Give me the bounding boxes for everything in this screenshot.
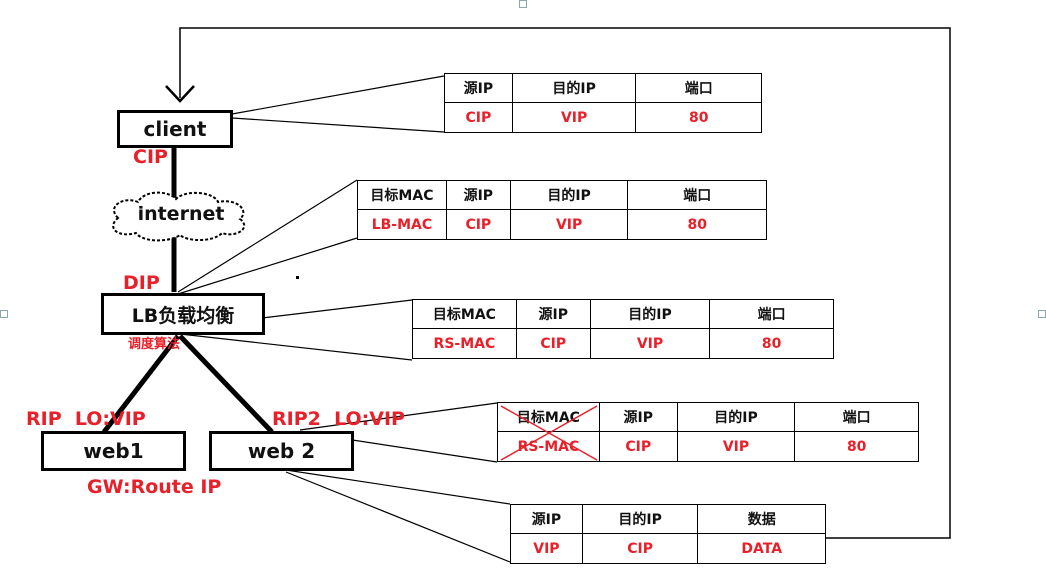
header-cell: 源IP — [444, 73, 513, 103]
packet-table-reply: 源IP 目的IP 数据 VIP CIP DATA — [510, 504, 826, 564]
packet-table-internet-to-lb: 目标MAC 源IP 目的IP 端口 LB-MAC CIP VIP 80 — [357, 180, 767, 240]
callout-line — [179, 333, 413, 361]
header-cell: 源IP — [445, 180, 511, 210]
packet-table-lb-to-rs: 目标MAC 源IP 目的IP 端口 RS-MAC CIP VIP 80 — [412, 299, 834, 359]
value-cell: VIP — [589, 328, 711, 359]
value-cell: 80 — [627, 209, 767, 240]
header-cell: 目标MAC — [497, 402, 600, 432]
header-cell: 目的IP — [676, 402, 796, 432]
lb-dip-label: DIP — [123, 272, 160, 294]
callout-line — [261, 299, 413, 319]
web2-node: web 2 — [209, 431, 354, 471]
resize-handle-left[interactable] — [0, 310, 8, 318]
internet-cloud-icon — [112, 191, 246, 242]
internet-label: internet — [137, 203, 225, 225]
header-cell: 目标MAC — [357, 180, 447, 210]
callout-line — [177, 179, 358, 293]
value-cell: CIP — [515, 328, 591, 359]
value-cell: DATA — [697, 533, 826, 564]
value-cell: RS-MAC — [412, 328, 517, 359]
return-arrow-head — [165, 85, 195, 103]
client-node: client — [117, 110, 233, 148]
callout-line — [231, 117, 445, 133]
web1-rip-label: RIP LO:VIP — [26, 408, 146, 430]
web1-node: web1 — [41, 431, 186, 471]
packet-table-client-request: 源IP 目的IP 端口 CIP VIP 80 — [444, 73, 762, 133]
value-cell: 80 — [794, 431, 919, 462]
header-cell: 目标MAC — [412, 299, 517, 329]
value-cell: VIP — [511, 102, 637, 133]
web2-rip-label: RIP2 LO:VIP — [272, 408, 405, 430]
header-cell: 源IP — [515, 299, 591, 329]
value-cell: VIP — [510, 533, 583, 564]
header-cell: 源IP — [510, 504, 583, 534]
lb-node: LB负载均衡 — [101, 293, 265, 335]
lb-algorithm-label: 调度算法 — [128, 337, 181, 352]
lb-web1-link — [102, 334, 180, 434]
value-cell: 80 — [709, 328, 834, 359]
value-cell: VIP — [676, 431, 796, 462]
header-cell: 端口 — [794, 402, 919, 432]
header-cell: 数据 — [697, 504, 826, 534]
client-ip-label: CIP — [133, 146, 168, 168]
value-cell: VIP — [509, 209, 629, 240]
header-cell: 目的IP — [589, 299, 711, 329]
value-cell: CIP — [598, 431, 678, 462]
header-cell: 源IP — [598, 402, 678, 432]
packet-table-rs-received: 目标MAC 源IP 目的IP 端口 RS-MAC CIP VIP 80 — [497, 402, 919, 462]
value-cell: 80 — [635, 102, 762, 133]
callout-line — [285, 471, 511, 563]
callout-line — [299, 402, 498, 431]
callout-line — [231, 75, 445, 115]
return-path-line — [179, 27, 951, 539]
value-cell: RS-MAC — [497, 431, 600, 462]
value-cell: CIP — [445, 209, 511, 240]
value-cell: LB-MAC — [357, 209, 447, 240]
value-cell: CIP — [444, 102, 513, 133]
resize-handle-right[interactable] — [1038, 310, 1046, 318]
header-cell: 端口 — [627, 180, 767, 210]
stray-mark — [296, 276, 299, 279]
callout-line — [177, 237, 358, 295]
header-cell: 端口 — [709, 299, 834, 329]
value-cell: CIP — [581, 533, 699, 564]
callout-line — [285, 469, 511, 505]
gateway-label: GW:Route IP — [87, 476, 222, 498]
header-cell: 目的IP — [511, 73, 637, 103]
header-cell: 端口 — [635, 73, 762, 103]
resize-handle-top[interactable] — [519, 0, 527, 8]
header-cell: 目的IP — [581, 504, 699, 534]
header-cell: 目的IP — [509, 180, 629, 210]
lb-web2-link — [178, 334, 274, 434]
